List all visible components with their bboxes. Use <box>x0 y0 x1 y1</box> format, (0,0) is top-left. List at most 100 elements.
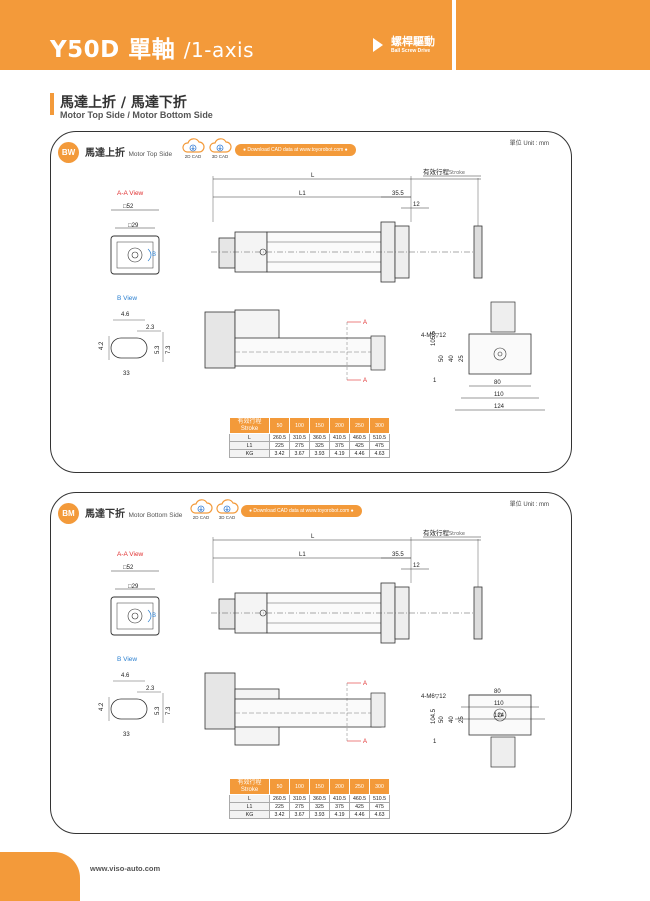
motor-housing <box>234 231 268 273</box>
table-cell: 475 <box>369 802 390 811</box>
table-cell: 260.5 <box>269 794 290 803</box>
b-view-label: B View <box>117 295 137 302</box>
dim-40: 40 <box>449 355 455 362</box>
unit-label: 單位 Unit : mm <box>509 141 549 147</box>
table-cell: 360.5 <box>309 433 330 442</box>
table-cell: 225 <box>269 441 290 450</box>
download-cad-link[interactable]: ● Download CAD data at www.toyorobot.com… <box>241 505 362 517</box>
dim-5-3: 5.3 <box>155 345 161 354</box>
table-cell: 275 <box>289 802 310 811</box>
stroke-label: 有效行程Stroke <box>423 528 465 537</box>
stroke-label: 有效行程Stroke <box>423 167 465 176</box>
footer-url: www.viso-auto.com <box>90 864 161 873</box>
dim-124: 124 <box>494 404 505 410</box>
dim-1: 1 <box>433 739 437 745</box>
aa-view-label: A-A View <box>117 551 144 558</box>
stroke-column-header: 100 <box>289 778 310 795</box>
dim-80: 80 <box>494 380 501 386</box>
stroke-column-header: 200 <box>329 778 350 795</box>
table-cell: 275 <box>289 441 310 450</box>
table-cell: 425 <box>349 441 370 450</box>
table-cell: 375 <box>329 802 350 811</box>
table-cell: 260.5 <box>269 433 290 442</box>
motor-side <box>204 311 236 369</box>
model-code-badge: BW <box>58 142 79 163</box>
dim-12: 12 <box>413 563 420 569</box>
table-cell: 4.46 <box>349 810 370 819</box>
table-cell: 410.5 <box>329 794 350 803</box>
table-cell: 425 <box>349 802 370 811</box>
motor-bottom-panel: 單位 Unit : mm BM 馬達下折 Motor Bottom Side 2… <box>50 492 572 834</box>
dim-110: 110 <box>494 701 504 707</box>
thread-spec-label: 4-M6▽12 <box>421 333 447 339</box>
stroke-column-header: 250 <box>349 778 370 795</box>
motor-block <box>218 237 236 269</box>
header-category: 螺桿驅動 <box>391 35 435 48</box>
table-cell: 310.5 <box>289 433 310 442</box>
dim-33: 33 <box>123 371 130 377</box>
aa-view-label: A-A View <box>117 190 144 197</box>
stroke-column-header: 200 <box>329 417 350 434</box>
footer-tab <box>0 852 80 901</box>
section-a-bottom: A <box>363 739 367 745</box>
stroke-column-header: 100 <box>289 417 310 434</box>
b-marker: B <box>152 613 156 619</box>
cloud-download-icon <box>209 138 232 153</box>
table-cell: 3.93 <box>309 449 330 458</box>
dim-4-2: 4.2 <box>99 341 105 350</box>
cad-2d-link[interactable]: 2D CAD <box>179 138 207 159</box>
row-label: KG <box>229 449 270 458</box>
table-cell: 325 <box>309 441 330 450</box>
cad-2d-link[interactable]: 2D CAD <box>187 499 215 520</box>
motor-top-panel: 單位 Unit : mm BW 馬達上折 Motor Top Side 2D C… <box>50 131 572 473</box>
panel-title: 馬達上折 Motor Top Side <box>85 148 173 159</box>
stroke-column-header: 300 <box>369 778 390 795</box>
table-cell: 4.63 <box>369 449 390 458</box>
square-52-label: □52 <box>123 204 134 210</box>
dim-7-3: 7.3 <box>166 706 172 715</box>
dim-L: L <box>311 173 315 179</box>
stroke-column-header: 300 <box>369 417 390 434</box>
square-29-label: □29 <box>128 584 139 590</box>
square-52-label: □52 <box>123 565 134 571</box>
table-cell: 4.63 <box>369 810 390 819</box>
dim-12: 12 <box>413 202 420 208</box>
square-29-label: □29 <box>128 223 139 229</box>
stroke-column-header: 50 <box>269 417 290 434</box>
thread-spec-label: 4-M6▽12 <box>421 694 447 700</box>
dim-80: 80 <box>494 689 501 695</box>
motor-block <box>218 598 236 630</box>
dim-2-3: 2.3 <box>146 325 155 331</box>
stroke-column-header: 150 <box>309 417 330 434</box>
table-cell: 460.5 <box>349 794 370 803</box>
dim-50: 50 <box>439 716 445 723</box>
row-label: L1 <box>229 441 270 450</box>
cloud-download-icon <box>190 499 213 514</box>
profile-cross-section <box>110 596 160 636</box>
dim-25: 25 <box>459 716 465 723</box>
dim-33: 33 <box>123 732 130 738</box>
table-cell: 4.19 <box>329 449 350 458</box>
download-cad-link[interactable]: ● Download CAD data at www.toyorobot.com… <box>235 144 356 156</box>
dim-35-5: 35.5 <box>392 191 404 197</box>
cad-3d-link[interactable]: 3D CAD <box>206 138 234 159</box>
row-label: L1 <box>229 802 270 811</box>
profile-cross-section <box>110 235 160 275</box>
motor-housing <box>234 592 268 634</box>
dim-L: L <box>311 534 315 540</box>
cad-3d-link[interactable]: 3D CAD <box>213 499 241 520</box>
dim-1: 1 <box>433 378 437 384</box>
table-cell: 510.5 <box>369 433 390 442</box>
header-category-banner <box>456 0 650 70</box>
t-slot-profile <box>110 698 148 720</box>
dim-40: 40 <box>449 716 455 723</box>
dim-4-2: 4.2 <box>99 702 105 711</box>
